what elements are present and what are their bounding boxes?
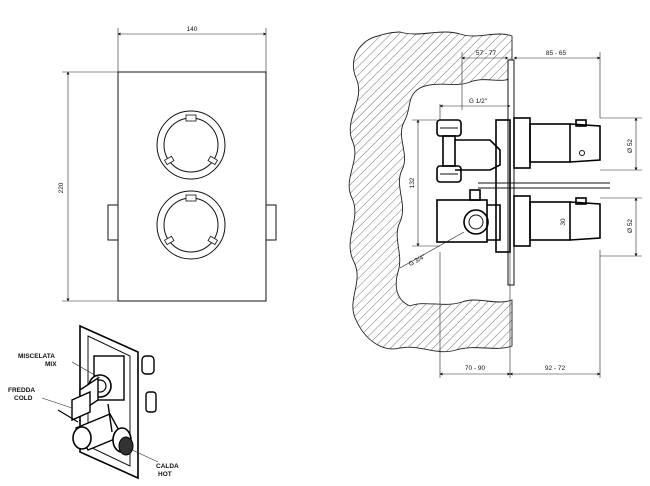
width-label: 140 <box>187 26 198 33</box>
dim-vertical: 132 <box>409 177 416 188</box>
dim-bottom-right: 92 - 72 <box>545 365 566 372</box>
label-hot-it: CALDA <box>156 463 179 470</box>
dim-top-right: 85 - 65 <box>546 50 567 57</box>
dim-dia-top: Ø 52 <box>627 139 634 153</box>
label-cold-en: COLD <box>14 395 33 402</box>
leader-line-hot <box>127 447 159 463</box>
label-cold-it: FREDDA <box>8 387 35 394</box>
dim-pipe-bottom: G 3/4" <box>408 253 428 268</box>
cover-plate <box>117 71 267 302</box>
dim-top-left: 57 - 77 <box>476 50 497 57</box>
dim-bottom-left: 70 - 90 <box>465 365 486 372</box>
top-handle <box>513 117 601 169</box>
leader-line-cold <box>41 397 73 409</box>
side-tab-left <box>107 204 119 241</box>
section-view: 30 57 - 77 85 - 65 G 1/2" 132 G 3/4" Ø 5… <box>348 31 642 378</box>
leader-line-pipe-bottom <box>399 231 465 269</box>
dim-dia-bottom: Ø 52 <box>627 219 634 233</box>
wall-hatching <box>348 31 513 353</box>
bottom-fitting <box>436 189 501 243</box>
mounting-plate <box>507 59 515 286</box>
knob-number-label: 30 <box>560 218 567 226</box>
label-mix-it: MISCELATA <box>18 353 55 360</box>
valve-body <box>495 119 511 253</box>
side-tab-right <box>265 204 277 241</box>
knob-bottom <box>156 190 226 260</box>
iso-valve-body <box>57 355 157 456</box>
leader-line-mix <box>71 361 101 379</box>
bottom-handle: 30 <box>513 195 601 247</box>
front-view: 140 220 <box>58 26 277 302</box>
top-fitting <box>436 119 501 183</box>
height-label: 220 <box>58 182 65 193</box>
dim-pipe-top: G 1/2" <box>469 98 488 105</box>
label-hot-en: HOT <box>158 471 172 478</box>
knob-top <box>156 110 226 180</box>
isometric-view: MISCELATA MIX FREDDA COLD CALDA HOT <box>8 324 179 480</box>
label-mix-en: MIX <box>45 361 57 368</box>
